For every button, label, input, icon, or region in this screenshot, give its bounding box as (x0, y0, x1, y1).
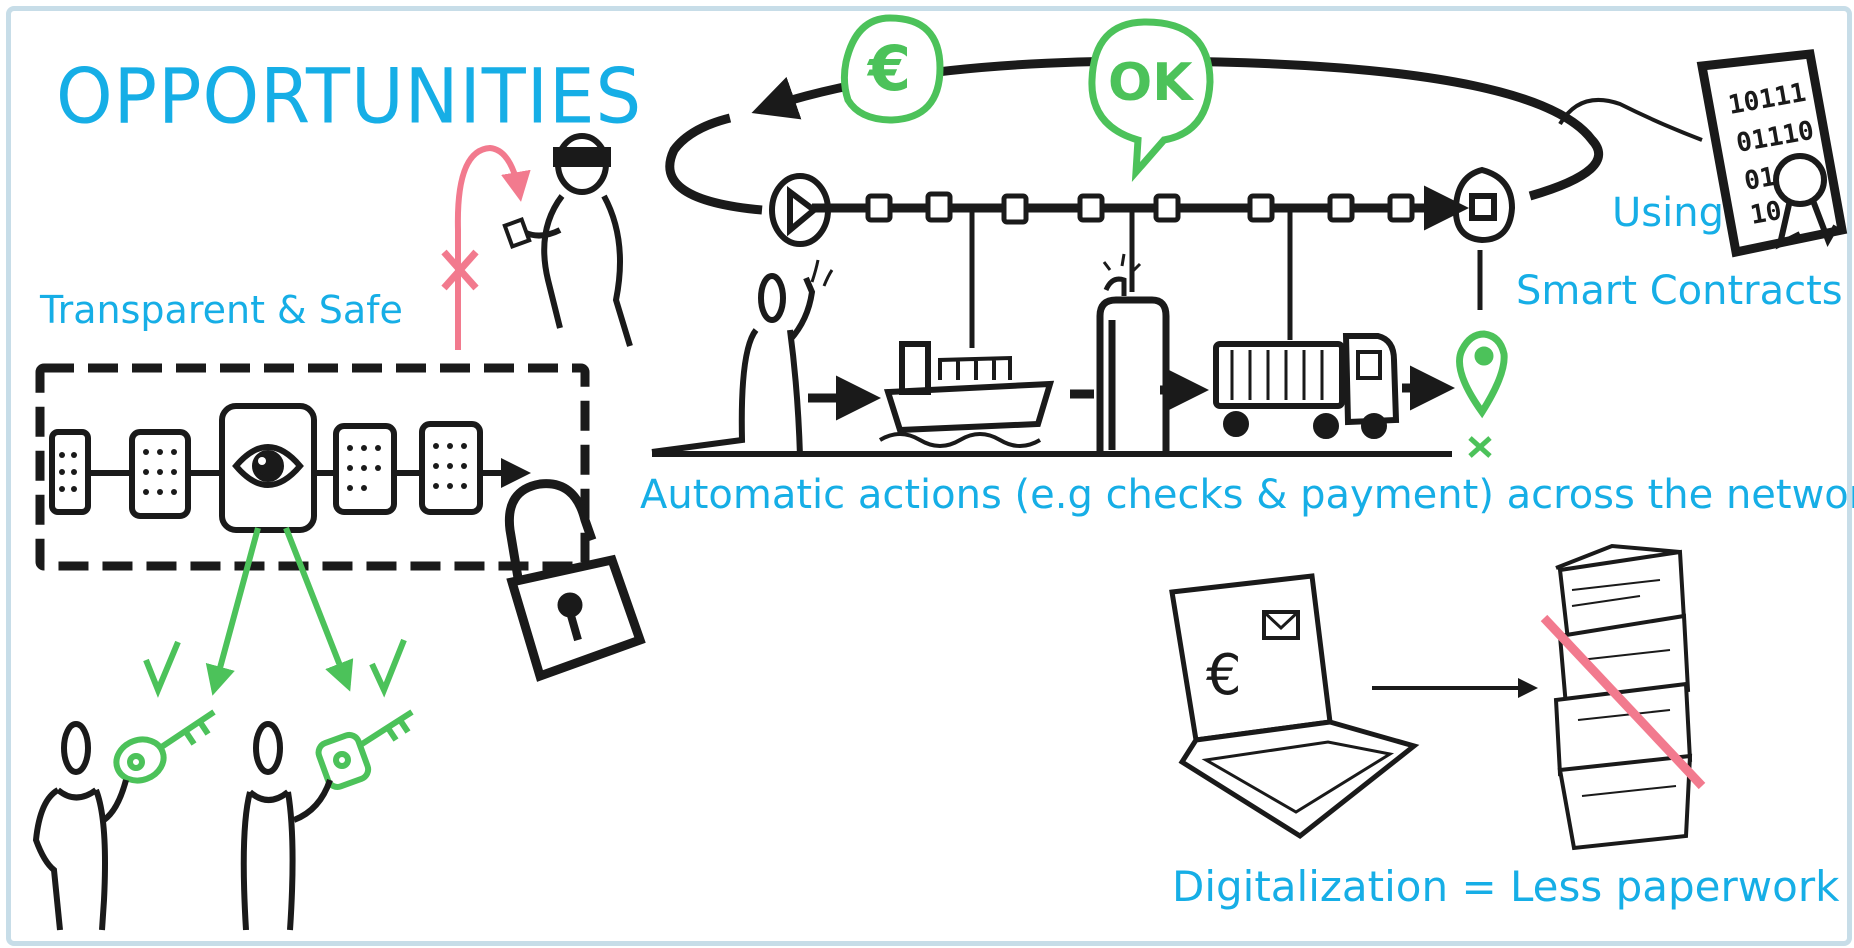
blocked-access-path (454, 144, 531, 350)
automatic-actions-label: Automatic actions (e.g checks & payment)… (640, 472, 1854, 518)
thief-icon (522, 133, 633, 347)
euro-bubble (840, 14, 944, 124)
contract-digits-3: 01 (1742, 162, 1778, 197)
dashed-network-box (35, 363, 590, 571)
page-title: OPPORTUNITIES (56, 51, 643, 141)
laptop-euro-symbol: € (1206, 643, 1242, 708)
timeline-blocks (865, 191, 1415, 225)
scanner-gate-icon (1096, 253, 1170, 452)
location-pin-icon (1456, 330, 1508, 458)
person-right-icon (240, 721, 333, 931)
contract-digits-4: 10 (1748, 196, 1784, 231)
transparent-safe-label: Transparent & Safe (40, 288, 403, 332)
person-left-icon (32, 721, 129, 931)
eye-icon (232, 444, 304, 488)
ok-bubble-label: OK (1108, 53, 1194, 113)
play-button-icon (769, 173, 831, 247)
contract-cable (1558, 98, 1703, 142)
paper-stack-icon (1553, 543, 1693, 851)
green-arrow-left (205, 527, 261, 696)
connector-lines (969, 208, 1483, 348)
transparent-chain-group (32, 133, 646, 931)
open-padlock-icon (504, 479, 646, 682)
digitalization-group: € (1169, 543, 1706, 851)
red-cross-icon (441, 249, 479, 291)
using-label: Using (1612, 190, 1724, 236)
euro-bubble-label: € (866, 32, 911, 105)
check-icon-left (143, 640, 181, 698)
waving-person-icon (651, 259, 834, 457)
check-icon-right (369, 638, 407, 698)
ok-bubble (1088, 18, 1214, 183)
no-paper-slash (1540, 614, 1706, 790)
block-bits (59, 443, 467, 495)
digitalization-label: Digitalization = Less paperwork (1172, 862, 1840, 911)
laptop-icon (1169, 573, 1420, 840)
ship-icon (878, 341, 1055, 448)
automation-process-group: € OK (651, 14, 1848, 458)
truck-icon (1213, 333, 1400, 439)
key-icon-right (315, 709, 414, 790)
key-icon-left (113, 709, 216, 784)
smart-contract-document-icon (1696, 49, 1848, 258)
loop-arrow-left-arc (665, 113, 763, 215)
green-arrow-right (283, 526, 354, 692)
stop-button-icon (1452, 166, 1516, 244)
smart-contracts-label: Smart Contracts (1516, 268, 1843, 314)
stolen-paper-icon (502, 217, 532, 249)
